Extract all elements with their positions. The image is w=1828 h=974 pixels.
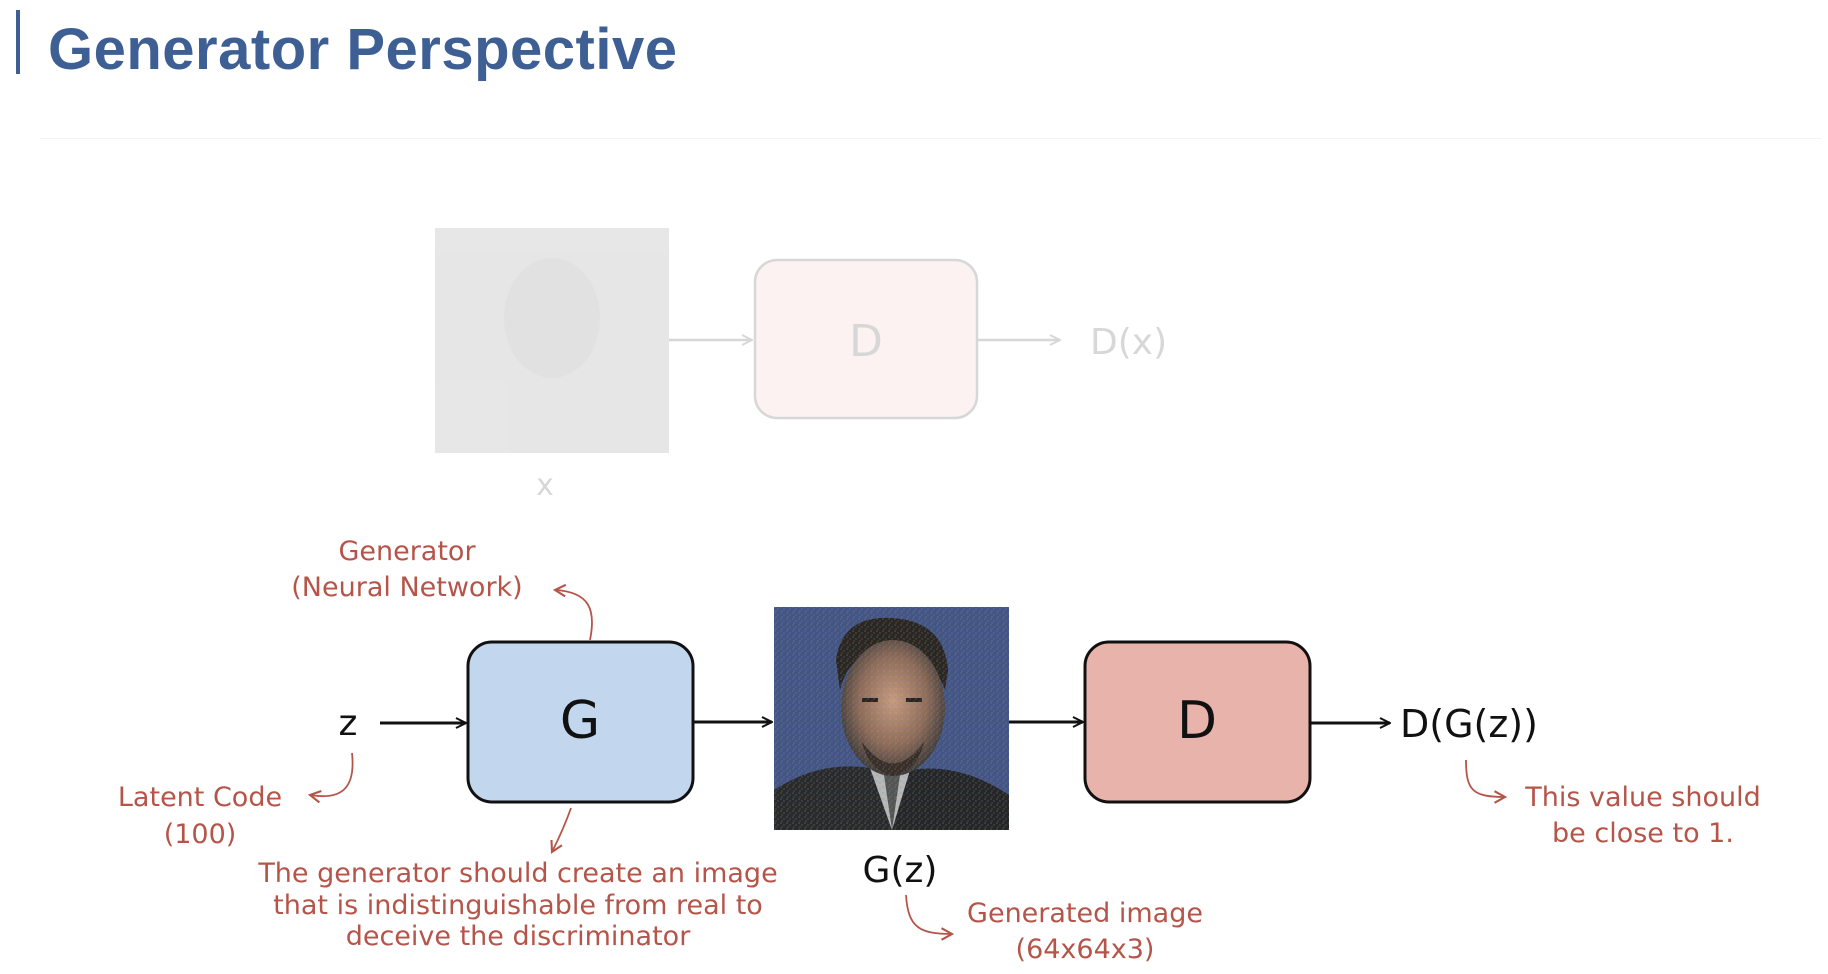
dx-output-label: D(x) <box>1090 322 1167 363</box>
generator-annotation-line1: Generator <box>338 536 476 567</box>
slide-title: Generator Perspective <box>48 17 678 82</box>
latent-annotation-line2: (100) <box>164 819 237 850</box>
annotations: Generator (Neural Network) Latent Code (… <box>118 536 1761 965</box>
generator-note-line3: deceive the discriminator <box>346 921 691 952</box>
latent-annotation-arrow <box>307 752 354 804</box>
generated-image-noise <box>774 607 1009 830</box>
latent-annotation-line1: Latent Code <box>118 782 282 813</box>
output-annotation-line2: be close to 1. <box>1552 818 1734 849</box>
generated-annotation-arrow <box>905 894 955 941</box>
generated-annotation-line2: (64x64x3) <box>1016 934 1155 965</box>
dgz-output-label: D(G(z)) <box>1400 702 1538 746</box>
generator-note-line1: The generator should create an image <box>257 858 777 889</box>
x-label: x <box>536 468 554 503</box>
generated-annotation-line1: Generated image <box>967 898 1203 929</box>
top-discriminator-box <box>753 258 979 420</box>
output-annotation-line1: This value should <box>1524 782 1761 813</box>
discriminator-box-label: D <box>1177 691 1217 751</box>
title-accent-bar <box>16 10 20 74</box>
real-image-path: D D(x) x <box>435 228 1167 503</box>
fake-image-path: z G D D(G(z)) G(z) <box>339 607 1538 891</box>
real-image-face-shape <box>504 258 600 378</box>
gz-label: G(z) <box>863 850 938 891</box>
real-image-placeholder <box>435 228 669 453</box>
generator-note-arrow <box>550 807 572 854</box>
generator-note-line2: that is indistinguishable from real to <box>273 890 763 921</box>
top-discriminator-label: D <box>849 316 883 367</box>
generator-box-label: G <box>560 691 600 751</box>
title-divider <box>40 138 1822 139</box>
z-label: z <box>339 703 358 744</box>
output-annotation-arrow <box>1465 759 1508 804</box>
generator-annotation-arrow <box>552 583 593 641</box>
generator-annotation-line2: (Neural Network) <box>291 572 522 603</box>
generated-image <box>774 607 1009 830</box>
